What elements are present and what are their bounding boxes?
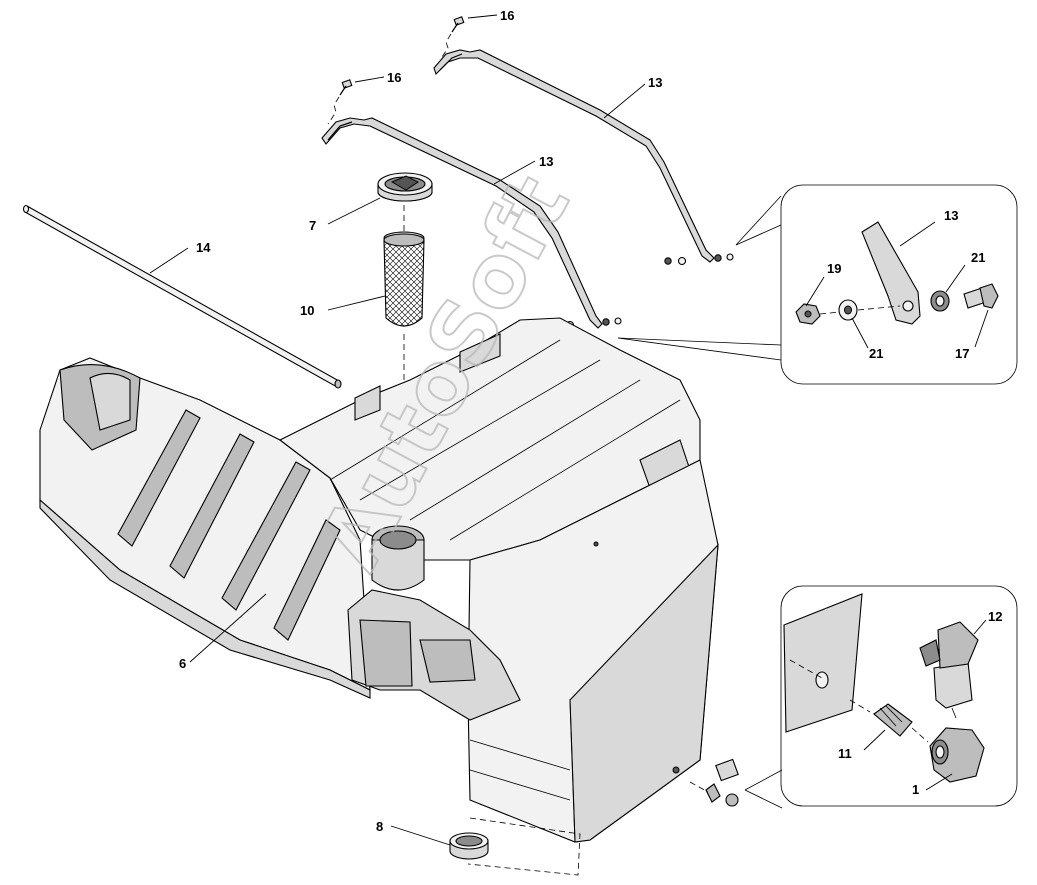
strap-fasteners-rear <box>664 253 734 266</box>
screw-16-front <box>327 79 353 125</box>
callout-10: 10 <box>300 303 314 318</box>
callout-13-front: 13 <box>539 154 553 169</box>
detail-box-sensor <box>780 585 1018 807</box>
strap-rear <box>433 49 715 263</box>
callout-17: 17 <box>955 346 969 361</box>
sensor-assembly-small <box>689 758 783 809</box>
callout-8: 8 <box>376 819 383 834</box>
callout-14: 14 <box>196 240 211 255</box>
callout-1: 1 <box>912 782 919 797</box>
screw-16-rear <box>439 16 465 61</box>
fuel-tank-body <box>39 317 719 843</box>
callout-7: 7 <box>309 218 316 233</box>
seal-ring <box>449 817 581 876</box>
filler-cap <box>377 172 433 202</box>
callout-13-detail: 13 <box>944 208 958 223</box>
callout-11: 11 <box>838 746 852 761</box>
leader-lines <box>149 14 989 846</box>
callout-21-left: 21 <box>869 346 883 361</box>
callout-labels: 16 16 13 13 7 14 10 6 8 13 19 21 21 17 1… <box>179 8 1002 834</box>
strap-front <box>321 117 603 329</box>
detail-box-fastening <box>617 184 1018 385</box>
callout-16-top: 16 <box>500 8 514 23</box>
callout-16: 16 <box>387 70 401 85</box>
callout-6: 6 <box>179 656 186 671</box>
callout-13-rear: 13 <box>648 75 662 90</box>
callout-21-right: 21 <box>971 250 985 265</box>
callout-19: 19 <box>827 261 841 276</box>
rod-part <box>22 204 342 389</box>
callout-12: 12 <box>988 609 1002 624</box>
